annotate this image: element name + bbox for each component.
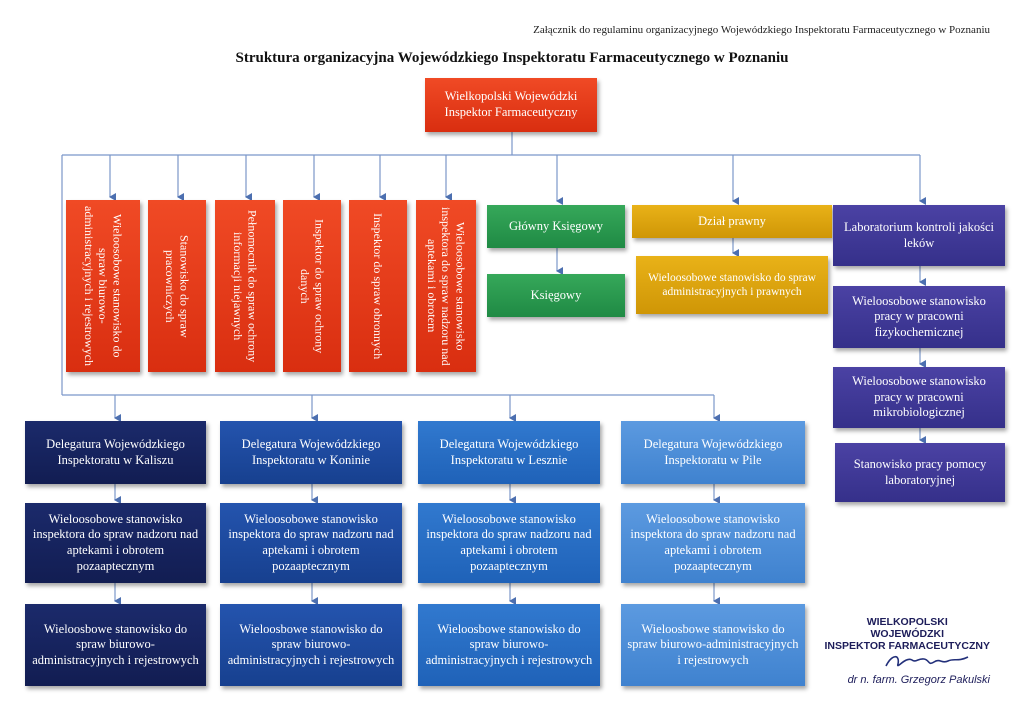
lab-physicochemical-box: Wieloosobowe stanowisko pracy w pracowni… (833, 286, 1005, 348)
official-stamp: WIELKOPOLSKI WOJEWÓDZKI INSPEKTOR FARMAC… (824, 616, 990, 686)
accountant-box: Księgowy (487, 274, 625, 317)
pila-inspector-box: Wieloosobowe stanowisko inspektora do sp… (621, 503, 805, 583)
laboratory-box: Laboratorium kontroli jakości leków (833, 205, 1005, 266)
kalisz-office-box: Wieloosbowe stanowisko do spraw biurowo-… (25, 604, 206, 686)
legal-department-box: Dział prawny (632, 205, 832, 238)
annex-note: Załącznik do regulaminu organizacyjnego … (533, 24, 990, 36)
leszno-office-box: Wieloosbowe stanowisko do spraw biurowo-… (418, 604, 600, 686)
kalisz-inspector-box: Wieloosobowe stanowisko inspektora do sp… (25, 503, 206, 583)
konin-inspector-box: Wieloosobowe stanowisko inspektora do sp… (220, 503, 402, 583)
delegature-pila-box: Delegatura Wojewódzkiego Inspektoratu w … (621, 421, 805, 484)
handwritten-signature (885, 655, 969, 667)
delegature-konin-box: Delegatura Wojewódzkiego Inspektoratu w … (220, 421, 402, 484)
red-unit-classified-box: Pełnomocnik do spraw ochrony informacji … (215, 200, 275, 372)
signatory-name: dr n. farm. Grzegorz Pakulski (847, 674, 990, 686)
lab-assistant-box: Stanowisko pracy pomocy laboratoryjnej (835, 443, 1005, 502)
red-unit-office-box: Wieloosobowe stanowisko do spraw biurowo… (66, 200, 140, 372)
pila-office-box: Wieloosbowe stanowisko do spraw biurowo-… (621, 604, 805, 686)
delegature-kalisz-box: Delegatura Wojewódzkiego Inspektoratu w … (25, 421, 206, 484)
delegature-leszno-box: Delegatura Wojewódzkiego Inspektoratu w … (418, 421, 600, 484)
red-unit-hr-box: Stanowisko do spraw pracowniczych (148, 200, 206, 372)
red-unit-pharmacy-supervision-box: Wieloosobowe stanowisko inspektora do sp… (416, 200, 476, 372)
legal-admin-post-box: Wieloosobowe stanowisko do spraw adminis… (636, 256, 828, 314)
red-unit-data-protection-box: Inspektor do spraw ochrony danych (283, 200, 341, 372)
leszno-inspector-box: Wieloosobowe stanowisko inspektora do sp… (418, 503, 600, 583)
chief-accountant-box: Główny Księgowy (487, 205, 625, 248)
lab-microbiological-box: Wieloosobowe stanowisko pracy w pracowni… (833, 367, 1005, 428)
chief-inspector-box: Wielkopolski Wojewódzki Inspektor Farmac… (425, 78, 597, 132)
red-unit-defense-box: Inspektor do spraw obronnych (349, 200, 407, 372)
konin-office-box: Wieloosbowe stanowisko do spraw biurowo-… (220, 604, 402, 686)
chart-title: Struktura organizacyjna Wojewódzkiego In… (235, 50, 789, 66)
